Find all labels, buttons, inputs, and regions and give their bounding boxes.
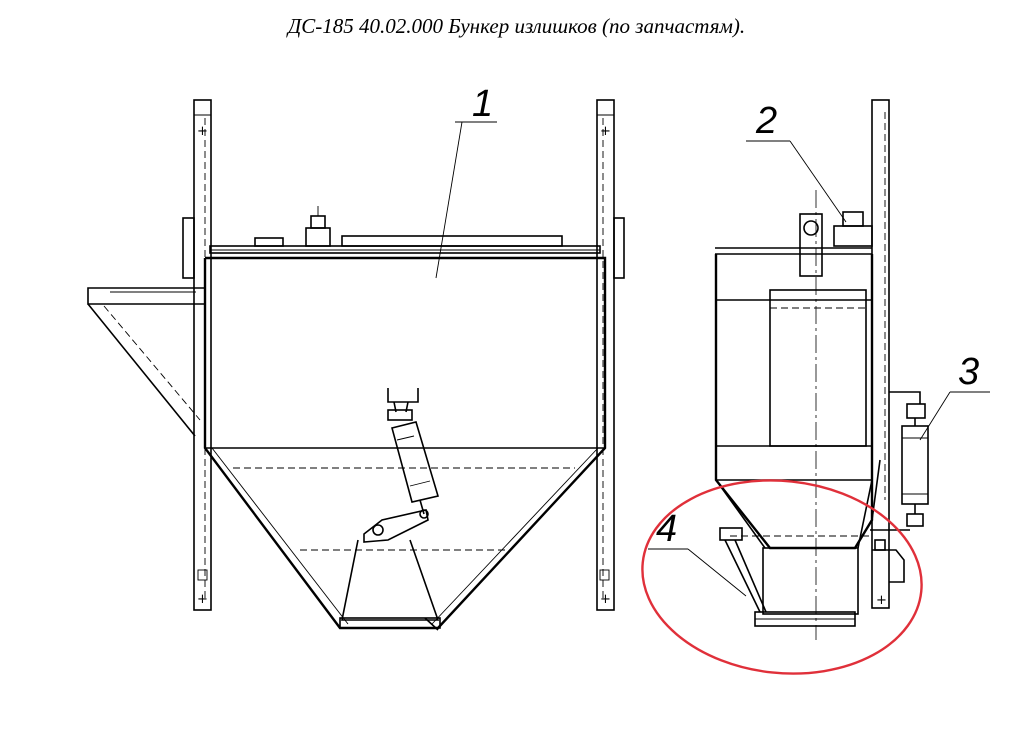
front-view: + + + + xyxy=(87,83,625,631)
svg-text:+: + xyxy=(876,593,887,608)
hopper-body xyxy=(203,256,607,630)
left-post: + + xyxy=(182,99,212,611)
svg-text:+: + xyxy=(197,592,208,607)
callout-4: 4 xyxy=(648,508,747,597)
cylinder-assembly xyxy=(363,388,440,543)
callout-4-label: 4 xyxy=(656,508,677,550)
svg-text:+: + xyxy=(197,124,208,139)
callout-2: 2 xyxy=(746,100,847,223)
svg-text:+: + xyxy=(600,124,611,139)
callout-3-label: 3 xyxy=(958,351,979,393)
right-post: + + xyxy=(596,99,625,611)
side-lid xyxy=(715,211,873,277)
side-view: + xyxy=(648,99,990,640)
callout-3: 3 xyxy=(919,351,990,441)
lid xyxy=(209,206,601,254)
side-chute xyxy=(87,287,205,437)
side-cylinder xyxy=(889,391,929,527)
callout-2-label: 2 xyxy=(755,100,777,142)
callout-1: 1 xyxy=(435,83,497,279)
svg-text:+: + xyxy=(600,592,611,607)
outlet-support xyxy=(719,527,910,627)
highlight-ellipse xyxy=(641,479,923,675)
drawing-title: ДС-185 40.02.000 Бункер излишков (по зап… xyxy=(287,14,746,38)
callout-1-label: 1 xyxy=(472,83,493,125)
discharge-gate xyxy=(339,539,441,631)
